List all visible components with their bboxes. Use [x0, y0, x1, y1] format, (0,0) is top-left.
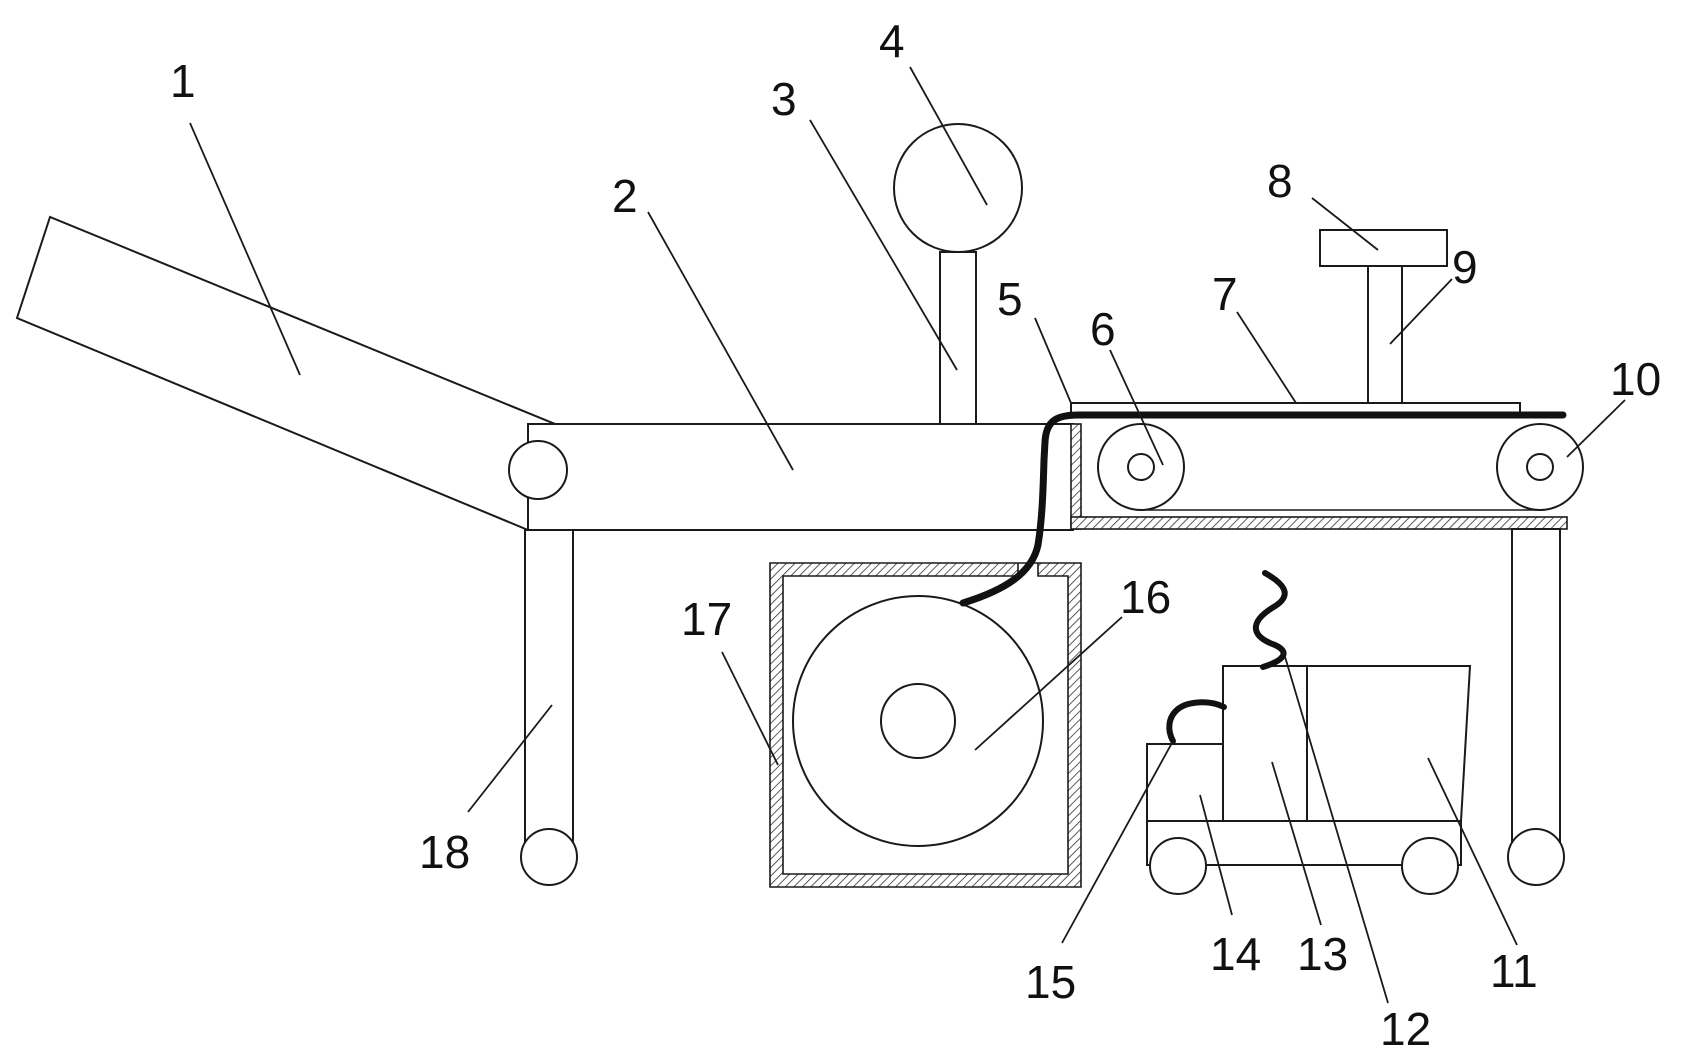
leader-6: [1109, 349, 1164, 466]
leader-15: [1061, 740, 1174, 944]
label-10: 10: [1610, 353, 1661, 405]
leader-12: [1282, 649, 1389, 1004]
left-leg-caster: [520, 828, 578, 886]
leader-2: [647, 211, 794, 471]
label-2: 2: [612, 170, 638, 222]
cart-rear-wheel: [1401, 837, 1459, 895]
right-leg: [1511, 528, 1561, 857]
label-13: 13: [1297, 928, 1348, 980]
material-strip: [959, 411, 1567, 607]
label-14: 14: [1210, 928, 1261, 980]
cart-front-block: [1146, 743, 1226, 822]
label-3: 3: [771, 73, 797, 125]
top-disc: [893, 123, 1023, 253]
label-17: 17: [681, 593, 732, 645]
leader-5: [1034, 317, 1072, 404]
label-15: 15: [1025, 956, 1076, 1008]
leader-3: [809, 119, 958, 371]
label-16: 16: [1120, 571, 1171, 623]
leader-9: [1389, 278, 1453, 345]
idler-roller-hub: [1526, 453, 1554, 481]
leader-4: [909, 66, 988, 206]
leader-18: [467, 704, 553, 813]
leader-8: [1311, 197, 1379, 251]
leader-7: [1236, 311, 1297, 404]
left-leg: [524, 529, 574, 857]
press-head: [1319, 229, 1448, 267]
spool-hub: [880, 683, 956, 759]
label-18: 18: [419, 826, 470, 878]
storage-unit: [1306, 665, 1472, 822]
cable-12: [1252, 570, 1288, 670]
label-7: 7: [1212, 268, 1238, 320]
main-frame: [527, 423, 1074, 531]
leader-16: [974, 616, 1123, 751]
support-post: [939, 251, 977, 425]
cart-front-wheel: [1149, 837, 1207, 895]
label-9: 9: [1452, 241, 1478, 293]
label-11: 11: [1490, 945, 1538, 997]
cable-15: [1166, 699, 1227, 744]
press-post: [1367, 262, 1403, 404]
spool-box: [769, 562, 1082, 888]
label-6: 6: [1090, 303, 1116, 355]
label-1: 1: [170, 55, 196, 107]
leader-11: [1427, 757, 1518, 946]
label-12: 12: [1380, 1003, 1431, 1055]
leader-17: [721, 651, 779, 766]
leader-10: [1566, 399, 1626, 458]
leader-1: [189, 122, 301, 376]
leader-13: [1271, 761, 1322, 926]
drive-roller-hub: [1127, 453, 1155, 481]
conveyor-housing-base: [1070, 516, 1568, 530]
conveyor-housing-wall: [1070, 423, 1082, 530]
right-leg-caster: [1507, 828, 1565, 886]
control-unit: [1222, 665, 1308, 822]
inclined-feed-arm: [15, 215, 557, 532]
frame-pivot-wheel: [508, 440, 568, 500]
label-4: 4: [879, 15, 905, 67]
label-8: 8: [1267, 155, 1293, 207]
leader-14: [1199, 794, 1233, 916]
label-5: 5: [997, 273, 1023, 325]
